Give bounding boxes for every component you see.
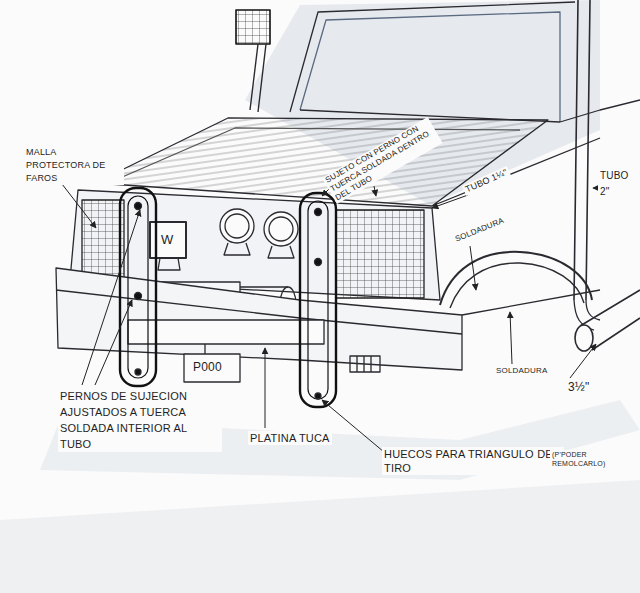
callout-note: SOLDADURA bbox=[494, 366, 550, 376]
plate-number: P000 bbox=[191, 360, 224, 374]
callout-note: HUECOS PARA TRIANGULO DE TIRO bbox=[382, 447, 564, 475]
truck-body bbox=[56, 0, 640, 407]
callout-note: (P'PODER REMOLCARLO) bbox=[550, 450, 636, 468]
callout-note: SOLDADURA bbox=[452, 215, 507, 245]
dimension-label: 3½" bbox=[566, 380, 592, 394]
callout-note: PERNOS DE SUJECION AJUSTADOS A TUERCA SO… bbox=[58, 388, 222, 452]
dimension-label: TUBO 2" bbox=[598, 168, 636, 200]
part-label: PLATINA TUCA bbox=[248, 431, 332, 445]
logo-mark: W bbox=[159, 232, 175, 247]
callout-note: MALLA PROTECTORA DE FAROS bbox=[24, 146, 124, 185]
